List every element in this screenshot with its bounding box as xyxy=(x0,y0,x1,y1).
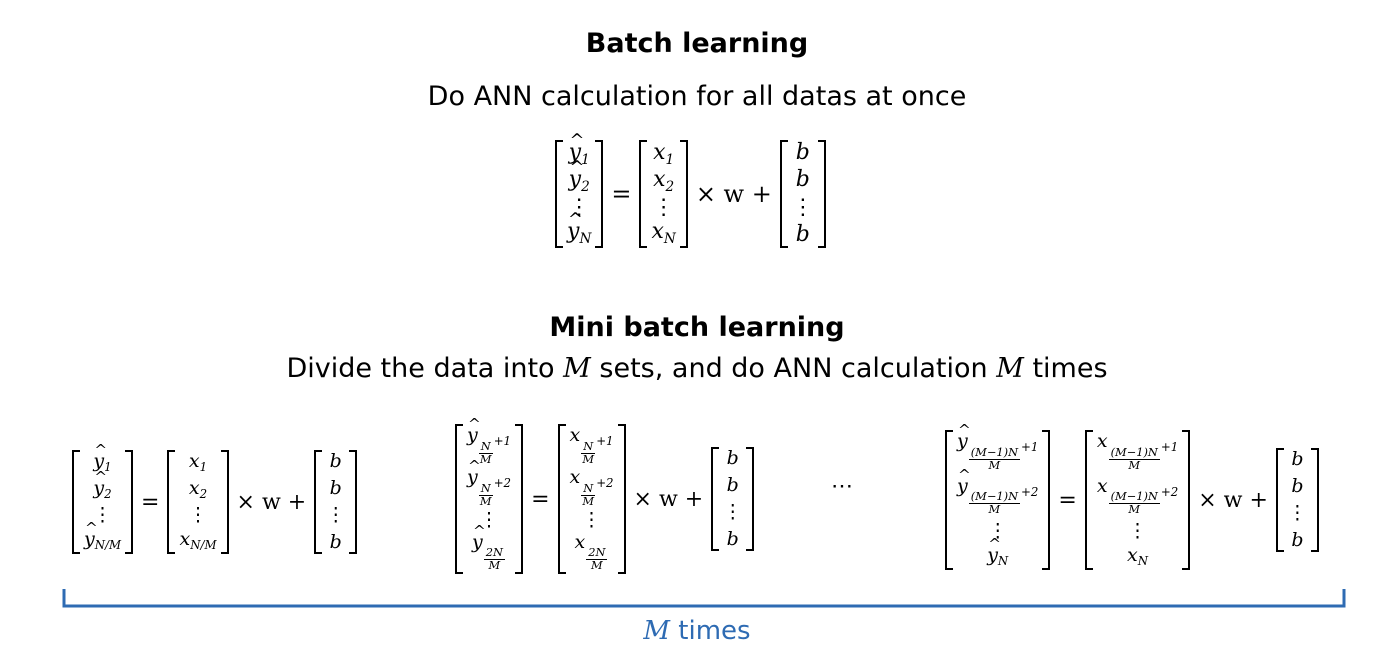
batch-b-2: b xyxy=(795,167,810,193)
last-b-vector: b b ⋮ b xyxy=(1275,448,1319,552)
m-times-var: M xyxy=(643,616,671,646)
last-yhat-2: y(M−1)NM+2 xyxy=(957,468,1038,516)
last-yhat-vector: y(M−1)NM+1 y(M−1)NM+2 ⋮ yN xyxy=(945,423,1051,570)
first-b-1: b xyxy=(329,450,342,472)
batch-equation: y1 y2 ⋮ yN = x1 x2 ⋮ xN × w + b b ⋮ b xyxy=(555,133,826,248)
last-b-1: b xyxy=(1291,448,1304,470)
batch-yhat-vector: y1 y2 ⋮ yN xyxy=(555,133,604,248)
second-yhat-2: yNM+2 xyxy=(467,459,511,507)
batch-yhat-2: y2 xyxy=(569,160,590,194)
batch-yhat-n: yN xyxy=(567,212,591,246)
first-equals: = xyxy=(141,489,160,515)
mini-subtitle-middle: sets, and do ANN calculation xyxy=(599,353,988,384)
first-x-vector: x1 x2 ⋮ xN/M xyxy=(167,450,229,554)
second-yhat-1: yNM+1 xyxy=(467,417,511,465)
batch-equals: = xyxy=(611,180,632,208)
first-yhat-last: yN/M xyxy=(84,521,121,552)
mini-equation-last: y(M−1)NM+1 y(M−1)NM+2 ⋮ yN = x(M−1)NM+1 … xyxy=(945,423,1319,570)
last-x-dots: ⋮ xyxy=(1128,519,1148,542)
last-equals: = xyxy=(1058,487,1077,513)
mini-batch-subtitle: Divide the data into M sets, and do ANN … xyxy=(0,353,1394,384)
first-yhat-2: y2 xyxy=(93,470,111,501)
last-b-2: b xyxy=(1291,475,1304,497)
mini-batch-title: Mini batch learning xyxy=(549,312,845,343)
second-b-2: b xyxy=(726,474,739,496)
batch-b-vector: b b ⋮ b xyxy=(779,140,826,248)
first-x-2: x2 xyxy=(188,477,208,502)
m-times-label: M times xyxy=(0,616,1394,646)
first-b-2: b xyxy=(329,477,342,499)
m-times-bracket xyxy=(62,589,1346,608)
mini-subtitle-m: M xyxy=(563,353,591,384)
mini-subtitle-before: Divide the data into xyxy=(286,353,555,384)
m-times-text: times xyxy=(678,616,751,646)
first-x-dots: ⋮ xyxy=(188,504,208,526)
last-b-last: b xyxy=(1291,529,1304,551)
batch-b-dots: ⋮ xyxy=(791,194,814,220)
first-times-w-plus: × w + xyxy=(236,489,307,515)
batch-learning-subtitle: Do ANN calculation for all datas at once xyxy=(427,81,967,112)
batch-b-n: b xyxy=(795,221,810,247)
batch-x-1: x1 xyxy=(653,140,675,168)
first-x-1: x1 xyxy=(188,450,208,475)
batch-times-w-plus: × w + xyxy=(695,180,772,208)
batch-b-1: b xyxy=(795,140,810,165)
second-b-vector: b b ⋮ b xyxy=(711,447,755,551)
last-yhat-1: y(M−1)NM+1 xyxy=(957,423,1038,471)
first-yhat-vector: y1 y2 ⋮ yN/M xyxy=(72,443,134,554)
batch-x-vector: x1 x2 ⋮ xN xyxy=(639,140,688,248)
mini-subtitle-after: times xyxy=(1032,353,1108,384)
batch-learning-title: Batch learning xyxy=(585,28,809,59)
first-b-last: b xyxy=(329,531,342,553)
first-b-dots: ⋮ xyxy=(326,504,346,526)
second-b-last: b xyxy=(726,528,739,550)
mini-subtitle-m-2: M xyxy=(996,353,1024,384)
first-b-vector: b b ⋮ b xyxy=(314,450,358,554)
batch-x-2: x2 xyxy=(653,167,675,196)
second-x-dots: ⋮ xyxy=(582,508,602,531)
first-yhat-dots: ⋮ xyxy=(93,504,113,526)
first-yhat-1: y1 xyxy=(93,443,111,474)
last-yhat-last: yN xyxy=(987,537,1008,568)
second-times-w-plus: × w + xyxy=(633,486,704,512)
second-b-1: b xyxy=(726,447,739,469)
last-b-dots: ⋮ xyxy=(1287,502,1307,524)
last-times-w-plus: × w + xyxy=(1198,487,1268,513)
m-times-bracket-line xyxy=(62,589,1346,608)
second-equals: = xyxy=(531,486,550,512)
second-b-dots: ⋮ xyxy=(723,501,743,523)
batch-x-n: xN xyxy=(651,218,676,247)
first-x-last: xN/M xyxy=(179,528,217,553)
mini-equation-first: y1 y2 ⋮ yN/M = x1 x2 ⋮ xN/M × w + b b ⋮ … xyxy=(72,443,358,554)
last-x-last: xN xyxy=(1127,544,1149,569)
batch-x-dots: ⋮ xyxy=(652,194,675,220)
ellipsis: ⋯ xyxy=(831,474,853,499)
